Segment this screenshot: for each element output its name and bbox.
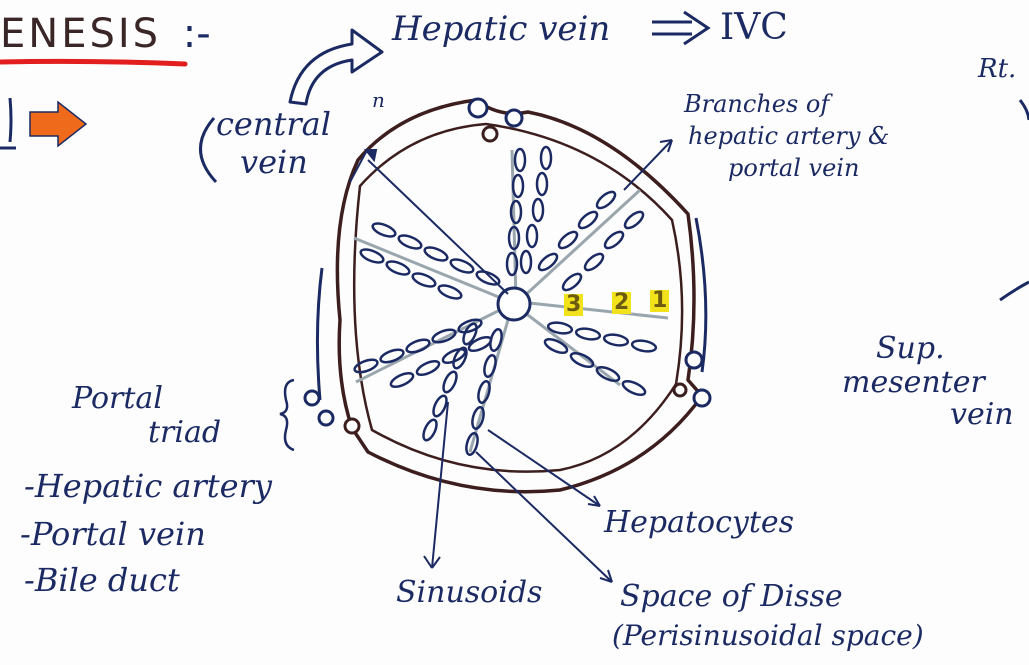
rt-label: Rt. (978, 56, 1016, 82)
branches-label-line3: portal vein (728, 156, 859, 180)
ivc-label: IVC (720, 10, 788, 46)
central-vein-label-line1: central (216, 108, 331, 140)
implies-arrow-icon (652, 12, 708, 44)
title-text: ENESIS (0, 11, 161, 57)
title-underline (0, 61, 185, 64)
central-vein-label-sup: n (372, 90, 385, 110)
perisinusoidal-label: (Perisinusoidal space) (612, 622, 924, 650)
zone-1-label: 1 (650, 290, 669, 312)
hepatocytes-label: Hepatocytes (604, 508, 794, 538)
sinusoids-label: Sinusoids (396, 578, 542, 608)
branches-label-line2: hepatic artery & (688, 124, 889, 148)
space-of-disse-label: Space of Disse (620, 582, 843, 612)
zone-2-label: 2 (612, 292, 631, 314)
central-vein-label-line2: vein (240, 146, 308, 178)
triad-item-hepatic-artery: -Hepatic artery (24, 470, 272, 502)
hepatic-vein-label: Hepatic vein (392, 12, 610, 46)
sup-label: Sup. (876, 334, 945, 364)
central-vein (498, 288, 530, 320)
orange-arrow-icon (0, 98, 86, 148)
triad-item-bile-duct: -Bile duct (24, 564, 180, 596)
branches-label-line1: Branches of (684, 92, 829, 116)
curved-arrow-icon (290, 30, 382, 104)
central-vein-bracket (200, 118, 216, 182)
triad-item-portal-vein: -Portal vein (20, 518, 206, 550)
triad-label: triad (148, 418, 221, 448)
page-title: ENESIS :- (0, 14, 211, 54)
mesenter-label: mesenter (842, 368, 985, 398)
portal-label: Portal (72, 384, 163, 414)
zone-3-label: 3 (564, 294, 583, 316)
portal-triad-bracket (280, 380, 294, 450)
vein-right-label: vein (950, 400, 1014, 430)
title-suffix: :- (183, 11, 211, 57)
